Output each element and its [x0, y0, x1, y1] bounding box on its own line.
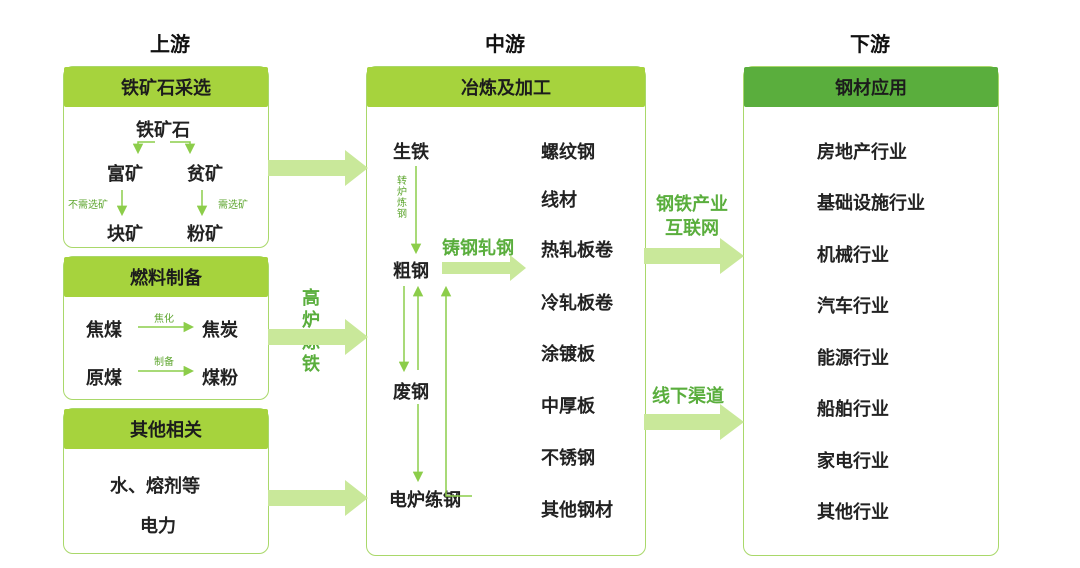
fine-ore-label: 粉矿	[187, 224, 223, 245]
product-item: 其他钢材	[541, 500, 613, 521]
steel-application-box: 钢材应用	[743, 66, 999, 556]
iron-ore-label: 铁矿石	[136, 120, 190, 141]
industry-item: 其他行业	[817, 502, 889, 523]
product-item: 热轧板卷	[541, 240, 613, 261]
coking-coal-label: 焦煤	[86, 320, 122, 341]
eaf-label: 电炉练钢	[389, 490, 461, 511]
industry-item: 能源行业	[817, 348, 889, 369]
poor-ore-label: 贫矿	[187, 164, 223, 185]
smelting-header: 冶炼及加工	[367, 67, 645, 107]
industry-item: 机械行业	[817, 245, 889, 266]
product-item: 线材	[541, 190, 577, 211]
crude-steel-label: 粗钢	[393, 261, 429, 282]
arrow-ore-to-rich	[132, 141, 155, 155]
industry-item: 家电行业	[817, 451, 889, 472]
scrap-steel-label: 废钢	[393, 382, 429, 403]
pig-iron-label: 生铁	[393, 142, 429, 163]
steel-application-header: 钢材应用	[744, 67, 998, 107]
arrow-ore-to-smelting	[268, 150, 368, 186]
casting-rolling-label: 铸钢轧钢	[442, 238, 514, 259]
other-box: 其他相关	[63, 408, 269, 554]
offline-channel-label: 线下渠道	[652, 386, 724, 407]
need-dressing-label: 需选矿	[218, 200, 248, 211]
product-item: 中厚板	[541, 396, 595, 417]
industry-item: 船舶行业	[817, 399, 889, 420]
coking-process-label: 焦化	[154, 314, 174, 325]
converter-label: 转炉炼钢	[397, 176, 407, 220]
industry-item: 房地产行业	[817, 142, 907, 163]
product-item: 冷轧板卷	[541, 293, 613, 314]
column-title-midstream: 中游	[485, 32, 525, 56]
fuel-box: 燃料制备	[63, 256, 269, 400]
coke-label: 焦炭	[202, 320, 238, 341]
arrow-eaf-to-crude	[440, 285, 472, 497]
iron-ore-box: 铁矿石采选	[63, 66, 269, 248]
arrow-internet-channel	[644, 238, 744, 274]
internet-channel-label: 钢铁产业互联网	[656, 194, 728, 239]
arrow-casting-rolling	[442, 255, 526, 281]
product-item: 不锈钢	[541, 448, 595, 469]
water-flux-label: 水、熔剂等	[110, 476, 200, 497]
iron-ore-header: 铁矿石采选	[64, 67, 268, 107]
rich-ore-label: 富矿	[107, 164, 143, 185]
industry-item: 汽车行业	[817, 296, 889, 317]
arrow-ore-to-poor	[170, 141, 196, 155]
product-item: 螺纹钢	[541, 142, 595, 163]
prepare-process-label: 制备	[154, 357, 174, 368]
power-label: 电力	[140, 516, 176, 537]
no-dressing-label: 不需选矿	[68, 200, 108, 211]
fuel-header: 燃料制备	[64, 257, 268, 297]
industry-item: 基础设施行业	[817, 193, 925, 214]
lump-ore-label: 块矿	[107, 224, 143, 245]
product-item: 涂镀板	[541, 344, 595, 365]
column-title-upstream: 上游	[150, 32, 190, 56]
arrow-other-to-smelting	[268, 480, 368, 516]
coal-powder-label: 煤粉	[202, 368, 238, 389]
column-title-downstream: 下游	[850, 32, 890, 56]
raw-coal-label: 原煤	[86, 368, 122, 389]
other-header: 其他相关	[64, 409, 268, 449]
smelting-box: 冶炼及加工	[366, 66, 646, 556]
arrow-offline-channel	[644, 404, 744, 440]
arrow-fuel-to-smelting	[268, 319, 368, 355]
